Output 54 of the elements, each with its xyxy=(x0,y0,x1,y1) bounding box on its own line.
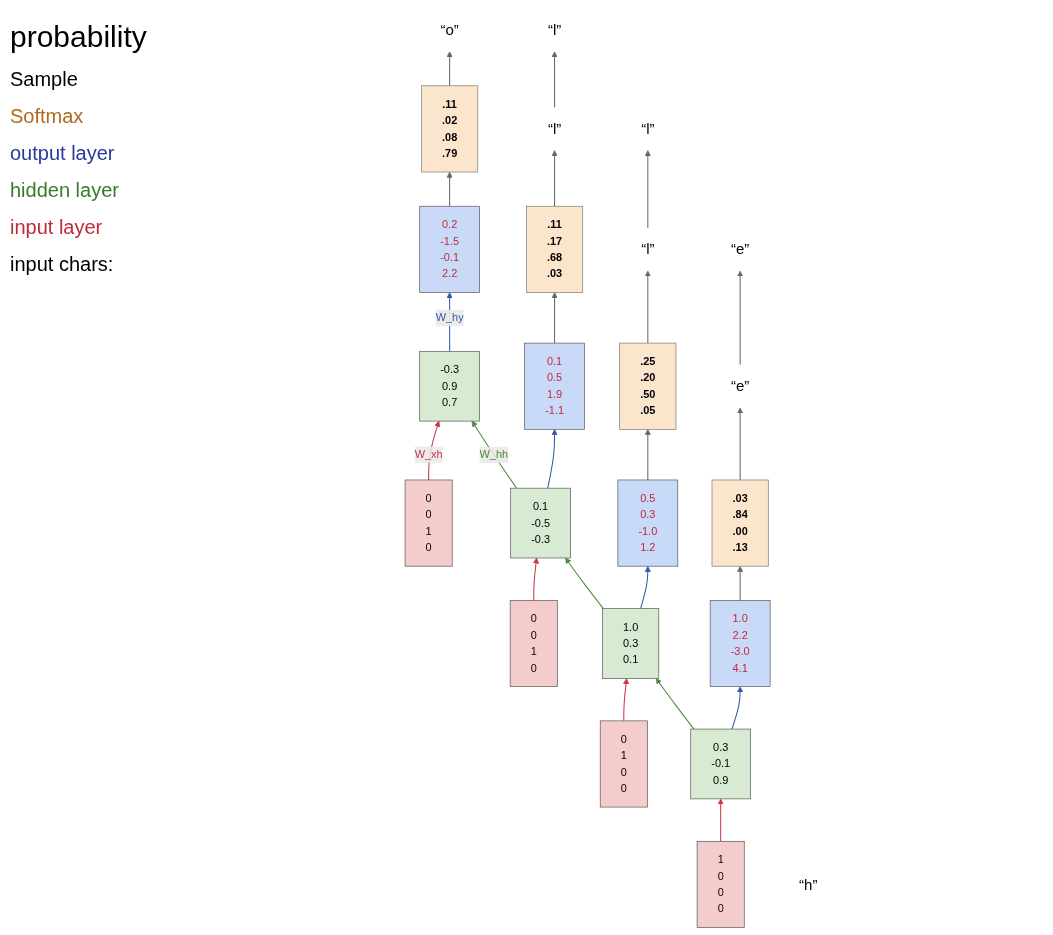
arrow xyxy=(446,171,453,207)
row-label: hidden layer xyxy=(10,179,120,202)
arrow xyxy=(731,685,744,730)
arrow xyxy=(717,798,724,842)
arrow xyxy=(623,677,630,721)
row-label: input chars: xyxy=(10,253,115,276)
row-label: Softmax xyxy=(10,105,85,128)
row-label: output layer xyxy=(10,142,116,165)
arrow xyxy=(446,50,453,86)
arrow xyxy=(655,677,695,730)
edge-label: W_xh xyxy=(414,448,443,460)
arrow xyxy=(737,270,744,365)
node-box: 1 0 0 0 xyxy=(696,840,745,928)
row-label: input layer xyxy=(10,216,104,239)
arrow xyxy=(551,50,558,108)
node-box: 0 1 0 0 xyxy=(599,720,648,807)
node-box: .11 .17 .68 .03 xyxy=(526,205,584,293)
arrow xyxy=(644,428,651,480)
node-box: 1.0 0.3 0.1 xyxy=(602,607,660,679)
arrow xyxy=(644,270,651,344)
node-box: 0.5 0.3 -1.0 1.2 xyxy=(617,479,679,567)
edge-label: W_hh xyxy=(479,448,509,460)
row-label: Sample xyxy=(10,68,79,91)
node-text: “l” xyxy=(547,20,562,39)
arrow xyxy=(565,557,604,609)
node-box: 0 0 1 0 xyxy=(404,479,453,567)
node-box: 1.0 2.2 -3.0 4.1 xyxy=(709,599,771,687)
arrow xyxy=(640,565,651,609)
node-box: 0.1 -0.5 -0.3 xyxy=(510,487,571,558)
node-box: 0.3 -0.1 0.9 xyxy=(690,728,751,799)
node-text: “l” xyxy=(547,119,562,137)
arrow xyxy=(551,149,558,207)
node-box: .11 .02 .08 .79 xyxy=(421,84,479,172)
arrow xyxy=(737,407,744,480)
node-box: -0.3 0.9 0.7 xyxy=(419,350,480,421)
edge-label: W_hy xyxy=(435,311,464,323)
arrow xyxy=(471,420,518,489)
node-box: 0.1 0.5 1.9 -1.1 xyxy=(524,342,585,430)
arrow xyxy=(533,557,539,601)
node-text: “e” xyxy=(730,240,750,258)
node-text: “l” xyxy=(641,240,655,258)
node-text: “o” xyxy=(440,20,459,39)
node-box: .03 .84 .00 .13 xyxy=(711,479,769,567)
arrow xyxy=(551,291,558,344)
node-box: 0.2 -1.5 -0.1 2.2 xyxy=(419,205,480,293)
side-label: probability xyxy=(10,20,148,54)
arrow xyxy=(547,428,558,489)
node-text: “h” xyxy=(799,875,818,893)
arrow xyxy=(644,149,651,228)
node-text: “l” xyxy=(641,119,655,137)
node-box: .25 .20 .50 .05 xyxy=(619,342,677,430)
node-box: 0 0 1 0 xyxy=(509,599,558,687)
arrow xyxy=(737,565,744,601)
node-text: “e” xyxy=(730,377,750,395)
